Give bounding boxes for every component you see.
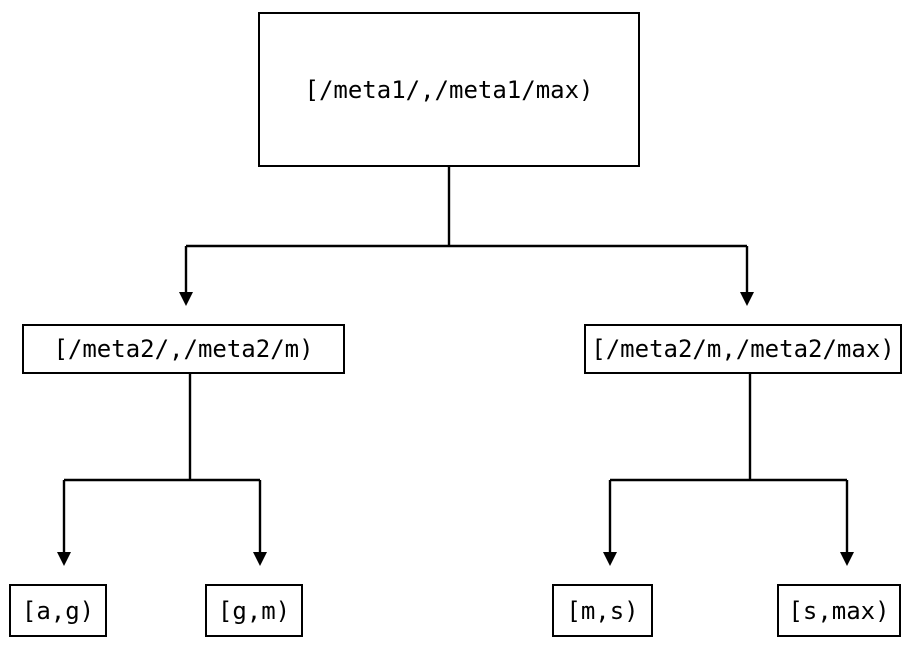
tree-node-leaf-2[interactable]: [g,m) bbox=[205, 584, 303, 637]
tree-node-root-label: [/meta1/,/meta1/max) bbox=[304, 75, 594, 104]
tree-node-leaf-4-label: [s,max) bbox=[788, 596, 890, 625]
tree-node-leaf-3-label: [m,s) bbox=[566, 596, 639, 625]
arrowhead-leaf-4 bbox=[840, 552, 854, 566]
tree-node-root[interactable]: [/meta1/,/meta1/max) bbox=[258, 12, 640, 167]
edge-mid-right-to-leaves bbox=[603, 374, 854, 566]
arrowhead-mid-right bbox=[740, 292, 754, 306]
tree-node-leaf-4[interactable]: [s,max) bbox=[777, 584, 901, 637]
arrowhead-leaf-1 bbox=[57, 552, 71, 566]
tree-node-mid-right[interactable]: [/meta2/m,/meta2/max) bbox=[584, 324, 902, 374]
arrowhead-leaf-3 bbox=[603, 552, 617, 566]
tree-node-leaf-2-label: [g,m) bbox=[217, 596, 291, 625]
arrowhead-leaf-2 bbox=[253, 552, 267, 566]
tree-node-leaf-1-label: [a,g) bbox=[21, 596, 95, 625]
arrowhead-mid-left bbox=[179, 292, 193, 306]
tree-node-mid-right-label: [/meta2/m,/meta2/max) bbox=[591, 335, 895, 363]
edge-root-to-mid-level bbox=[179, 167, 754, 306]
tree-node-leaf-3[interactable]: [m,s) bbox=[552, 584, 653, 637]
edge-mid-left-to-leaves bbox=[57, 374, 267, 566]
tree-node-leaf-1[interactable]: [a,g) bbox=[9, 584, 107, 637]
tree-node-mid-left[interactable]: [/meta2/,/meta2/m) bbox=[22, 324, 345, 374]
tree-node-mid-left-label: [/meta2/,/meta2/m) bbox=[53, 335, 314, 363]
